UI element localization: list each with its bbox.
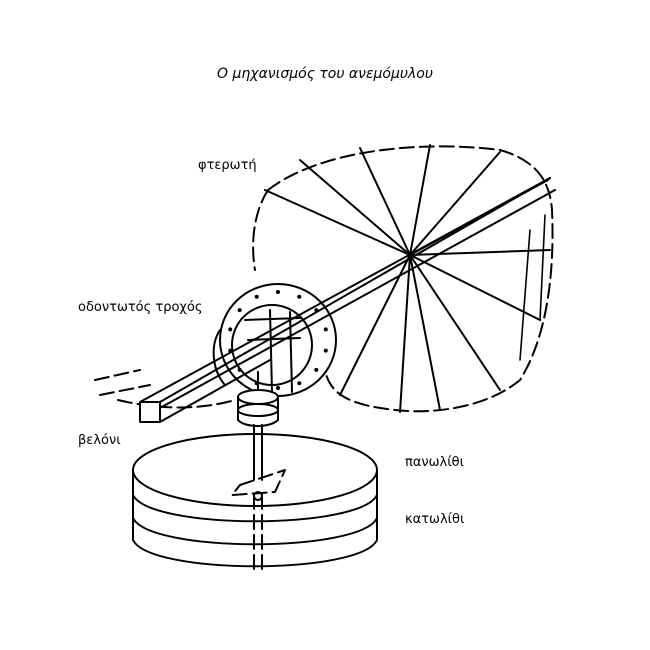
gear-tooth <box>297 294 302 299</box>
sail-spoke <box>359 147 411 256</box>
gear-tooth <box>228 327 233 332</box>
gear-tooth <box>314 367 319 372</box>
gear-tooth <box>276 386 280 390</box>
sail-spoke <box>409 249 551 256</box>
gear-tooth <box>297 381 302 386</box>
diagram-title: Ο μηχανισμός του ανεμόμυλου <box>217 66 433 82</box>
lantern-pinion <box>237 371 279 427</box>
sail-spoke <box>339 254 411 396</box>
gear-tooth <box>237 308 242 313</box>
sail-spoke <box>299 159 411 256</box>
gear-tooth <box>323 348 328 353</box>
sail-spoke <box>409 254 441 411</box>
gear-wheel <box>212 283 337 397</box>
sail-spoke <box>399 254 411 413</box>
wind-shaft <box>94 177 556 423</box>
millstones <box>132 424 378 576</box>
gear-tooth <box>237 367 242 372</box>
sail-spoke <box>409 144 431 256</box>
gear-tooth <box>323 327 328 332</box>
label-spindle: βελόνι <box>78 433 121 448</box>
label-upper-millstone: πανωλίθι <box>405 455 464 470</box>
label-lower-millstone: κατωλίθι <box>405 512 465 527</box>
gear-tooth <box>276 290 280 294</box>
sail-spoke <box>264 189 411 256</box>
label-gear-wheel: οδοντωτός τροχός <box>78 300 203 315</box>
sail-wheel <box>252 144 554 413</box>
label-sails: φτερωτή <box>198 158 257 173</box>
sail-spoke <box>409 254 541 321</box>
gear-tooth <box>254 294 259 299</box>
sail-spoke <box>409 254 501 391</box>
sail-spoke <box>409 151 501 256</box>
